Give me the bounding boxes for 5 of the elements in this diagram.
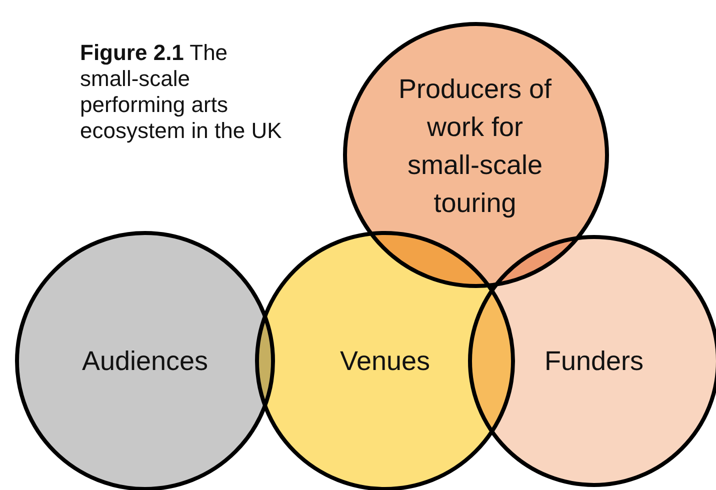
circle-label: Venues	[338, 345, 432, 378]
figure-title: Figure 2.1 The small-scale performing arts ecosystem in the UK	[80, 40, 283, 144]
circle-label: Funders	[543, 345, 645, 378]
circle-label: Audiences	[80, 345, 210, 378]
circle-label: Producers of work for small-scale touring	[397, 73, 553, 220]
